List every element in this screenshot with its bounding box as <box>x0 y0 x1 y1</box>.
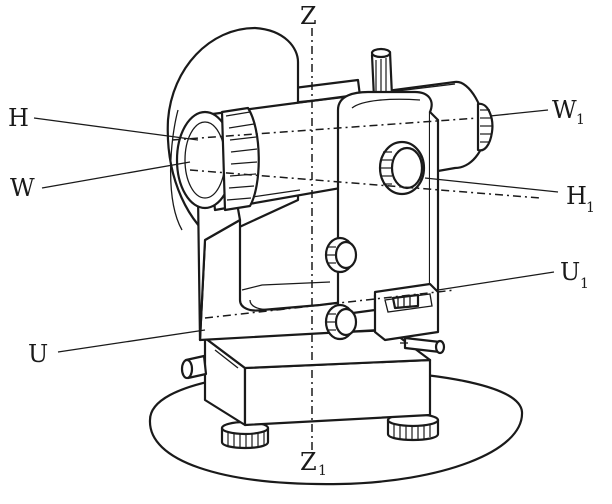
label-Z: Z <box>300 2 317 30</box>
label-W: W <box>10 174 35 202</box>
horizontal-clamp-knob <box>324 303 358 341</box>
tribrach-block <box>203 328 432 427</box>
top-clamp-knob <box>370 47 394 100</box>
label-H1: H <box>566 182 587 210</box>
trunnion-axis-line <box>189 169 541 199</box>
label-U1-sub: 1 <box>580 276 589 292</box>
telescope-axis-line <box>171 117 479 141</box>
trunnion-knob <box>378 140 426 196</box>
leader-H1 <box>424 177 559 193</box>
tribrach-side-screw <box>180 354 208 380</box>
leader-H <box>33 117 199 141</box>
label-W1: W <box>552 96 577 124</box>
foot-screw-right <box>386 412 440 442</box>
leader-U <box>57 329 206 353</box>
right-standard <box>336 90 440 317</box>
label-W1-sub: 1 <box>576 112 585 128</box>
leader-W <box>41 161 191 189</box>
focusing-ring-left <box>220 106 260 212</box>
plate-level-axis-line <box>204 289 456 319</box>
vertical-clamp-knob <box>324 236 358 274</box>
leader-W1 <box>489 109 549 117</box>
eyepiece <box>476 102 494 152</box>
leader-U1 <box>437 271 555 291</box>
label-Z1-sub: 1 <box>318 463 327 479</box>
label-Z1: Z <box>300 448 317 476</box>
label-H: H <box>8 104 29 132</box>
label-U1: U <box>560 258 580 286</box>
tangent-screw <box>400 336 446 355</box>
label-U: U <box>28 340 48 368</box>
label-H1-sub: 1 <box>586 200 595 216</box>
plate-level-housing <box>373 282 440 342</box>
